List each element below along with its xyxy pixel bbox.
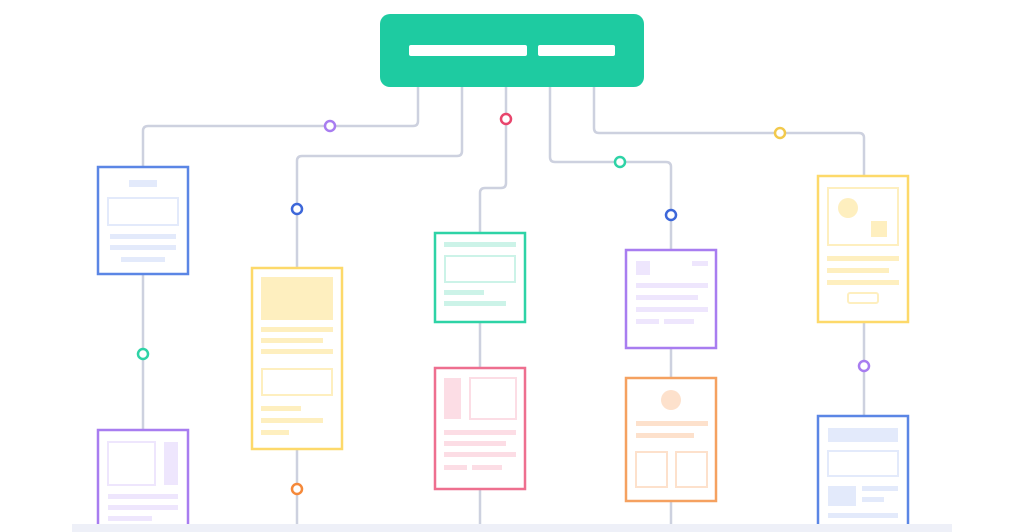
- connector-node-teal: [613, 155, 627, 169]
- page-card-blue-top: [96, 165, 190, 276]
- connector-line-1: [141, 86, 420, 167]
- page-card-purple-mid: [624, 248, 718, 350]
- connector-node-orange: [290, 482, 304, 496]
- connector-node-yellow: [773, 126, 787, 140]
- connector-line-3: [478, 86, 508, 233]
- root-node: [380, 14, 644, 87]
- page-card-blue-bottom: [816, 414, 910, 532]
- connector-node-purple: [857, 359, 871, 373]
- connector-node-teal: [136, 347, 150, 361]
- root-title-bar: [409, 45, 527, 56]
- root-subtitle-bar: [538, 45, 615, 56]
- page-card-purple-bottom: [96, 428, 190, 532]
- connector-line-4: [548, 86, 673, 250]
- page-card-pink: [433, 366, 527, 491]
- connector-line-5: [592, 86, 866, 176]
- connector-nodes: [136, 112, 871, 496]
- connector-node-blue: [290, 202, 304, 216]
- page-card-orange: [624, 376, 718, 503]
- footer-strip: [72, 524, 952, 532]
- page-card-yellow-right: [816, 174, 910, 324]
- page-card-teal: [433, 231, 527, 324]
- connector-node-blue: [664, 208, 678, 222]
- page-card-yellow-tall: [250, 266, 344, 451]
- connector-node-purple: [323, 119, 337, 133]
- connector-line-2: [295, 86, 464, 268]
- connector-node-pink: [499, 112, 513, 126]
